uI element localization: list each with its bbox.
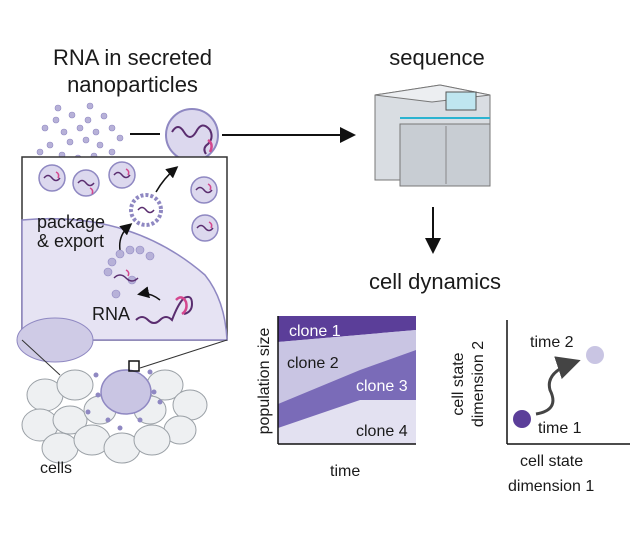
time2-point xyxy=(586,346,604,364)
vesicle-rna xyxy=(43,168,214,232)
clone-chart-ylabel: population size xyxy=(256,327,273,435)
clone-chart-xlabel: time xyxy=(330,463,361,480)
clone-chart xyxy=(277,316,416,445)
state-ylabel-2: dimension 2 xyxy=(470,340,487,428)
label-rna: RNA xyxy=(92,304,131,324)
assembling-particles xyxy=(103,245,155,299)
state-xlabel-2: dimension 1 xyxy=(508,478,595,495)
label-export: & export xyxy=(37,231,105,251)
clone3-area xyxy=(278,350,416,428)
state-ylabel-1: cell state xyxy=(450,352,467,416)
clone2-label: clone 2 xyxy=(287,355,339,372)
state-plot xyxy=(506,320,630,445)
clone3-label: clone 3 xyxy=(356,378,408,395)
clone4-label: clone 4 xyxy=(356,423,408,440)
heading-sequence: sequence xyxy=(389,45,485,70)
state-xlabel-1: cell state xyxy=(520,453,584,470)
sequencer-machine xyxy=(374,84,491,187)
cell-cluster xyxy=(21,369,208,464)
clone1-area xyxy=(278,316,416,342)
budding-vesicle xyxy=(129,193,163,227)
trajectory-arrow xyxy=(535,356,581,416)
heading-rna-nanoparticles: RNA in secreted nanoparticles xyxy=(53,45,212,97)
clone2-area xyxy=(278,330,416,404)
free-particles xyxy=(36,102,124,162)
central-cell xyxy=(100,360,152,415)
time1-point xyxy=(513,410,531,428)
arrow-package xyxy=(118,223,133,251)
clone1-label: clone 1 xyxy=(289,323,341,340)
label-cells: cells xyxy=(40,460,73,477)
heading-cell-dynamics: cell dynamics xyxy=(368,269,502,294)
label-package: package xyxy=(37,212,106,232)
arrow-rna-in xyxy=(137,286,161,301)
time2-label: time 2 xyxy=(530,334,574,351)
arrow-export xyxy=(155,166,179,193)
cluster-particles xyxy=(85,369,163,431)
large-vesicle xyxy=(165,108,219,162)
time1-label: time 1 xyxy=(538,420,582,437)
